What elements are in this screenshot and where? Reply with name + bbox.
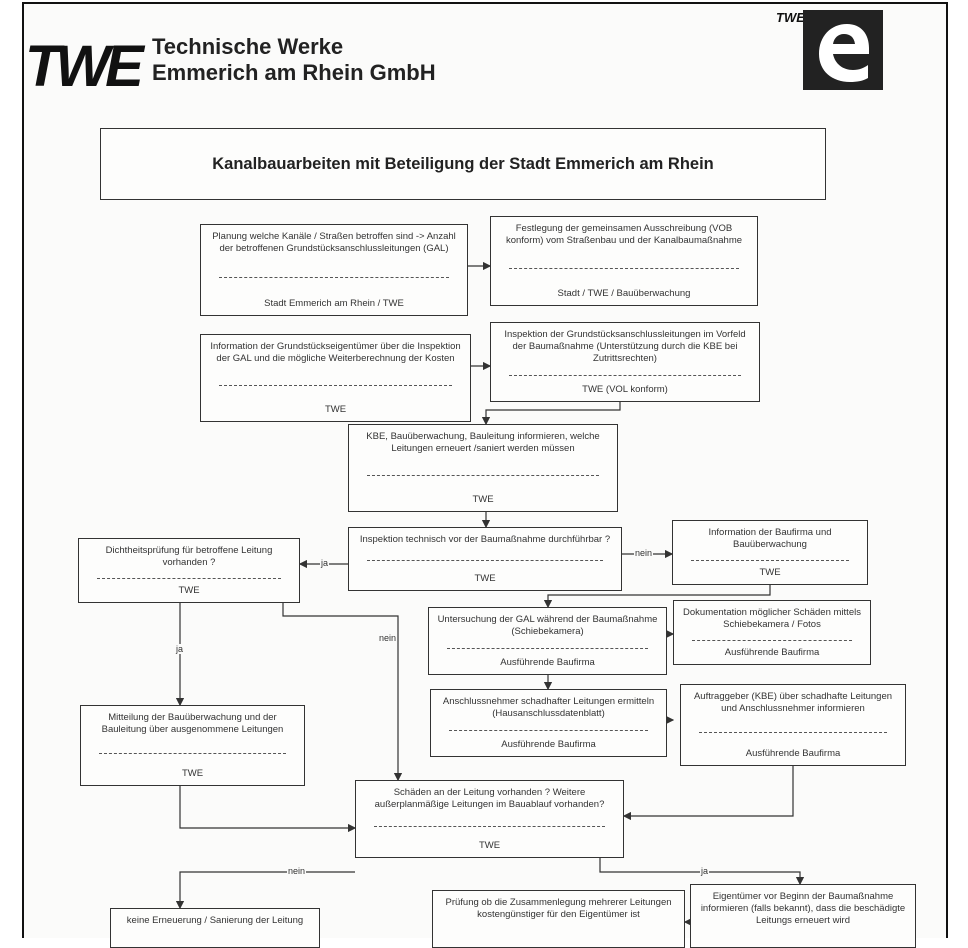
label-nein-down: nein <box>378 633 398 643</box>
flow-box-identify-connectors: Anschlussnehmer schadhafter Leitungen er… <box>430 689 667 757</box>
label-nein-bottom: nein <box>287 866 307 876</box>
arrow-b12-b14 <box>622 766 794 821</box>
flow-box-inspection-before: Inspektion der Grundstücksanschlussleitu… <box>490 322 760 402</box>
arrow-b4-b5 <box>481 402 621 426</box>
diagram-title-box: Kanalbauarbeiten mit Beteiligung der Sta… <box>100 128 826 200</box>
diagram-title: Kanalbauarbeiten mit Beteiligung der Sta… <box>212 154 714 173</box>
company-name: Technische Werke Emmerich am Rhein GmbH <box>152 34 436 86</box>
badge-label: TWE <box>776 10 805 25</box>
flow-box-no-renewal: keine Erneuerung / Sanierung der Leitung <box>110 908 320 948</box>
label-nein-right: nein <box>634 548 654 558</box>
flow-box-notify-excluded: Mitteilung der Bauüberwachung und der Ba… <box>80 705 305 786</box>
flow-box-documentation: Dokumentation möglicher Schäden mittels … <box>673 600 871 665</box>
flow-box-planning: Planung welche Kanäle / Straßen betroffe… <box>200 224 468 316</box>
label-ja-down: ja <box>175 644 185 654</box>
arrow-b14-b15-nein <box>175 871 355 910</box>
flow-box-inform-client: Auftraggeber (KBE) über schadhafte Leitu… <box>680 684 906 766</box>
flow-box-owner-info: Information der Grundstückseigentümer üb… <box>200 334 471 422</box>
arrow-b13-b14 <box>179 786 357 833</box>
flow-box-inspection-feasible: Inspektion technisch vor der Baumaßnahme… <box>348 527 622 591</box>
flow-box-merge-check: Prüfung ob die Zusammenlegung mehrerer L… <box>432 890 685 948</box>
company-line-2: Emmerich am Rhein GmbH <box>152 60 436 85</box>
flow-box-damage-check: Schäden an der Leitung vorhanden ? Weite… <box>355 780 624 858</box>
flow-box-inform-contractor: Information der Baufirma und Bauüberwach… <box>672 520 868 585</box>
arrow-b8-b9 <box>543 585 771 609</box>
flow-box-tender: Festlegung der gemeinsamen Ausschreibung… <box>490 216 758 306</box>
flow-box-inform-kbe: KBE, Bauüberwachung, Bauleitung informie… <box>348 424 618 512</box>
label-ja-left: ja <box>320 558 330 568</box>
twe-logo: TWE <box>25 34 144 99</box>
twe-e-logo-icon <box>803 10 883 90</box>
arrow-b7-b14-nein <box>282 603 403 782</box>
flow-box-inform-owner: Eigentümer vor Beginn der Baumaßnahme in… <box>690 884 916 948</box>
label-ja-bottom: ja <box>700 866 710 876</box>
flow-box-leak-test: Dichtheitsprüfung für betroffene Leitung… <box>78 538 300 603</box>
flow-box-gal-examination: Untersuchung der GAL während der Baumaßn… <box>428 607 667 675</box>
company-line-1: Technische Werke <box>152 34 344 59</box>
